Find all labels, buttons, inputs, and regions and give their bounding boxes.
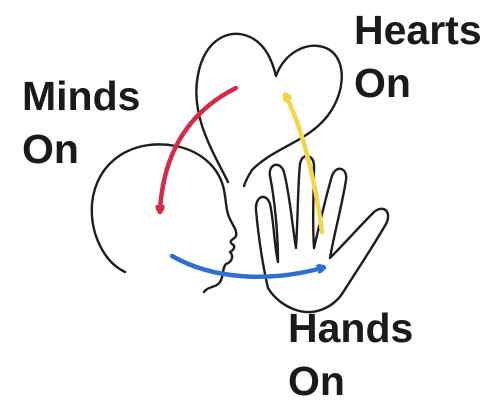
- hearts-on-label: Hearts On: [354, 4, 482, 110]
- hands-on-line2: On: [288, 355, 413, 408]
- hearts-on-line2: On: [354, 57, 482, 110]
- hands-on-label: Hands On: [288, 302, 413, 408]
- hands-on-line1: Hands: [288, 302, 413, 355]
- hearts-on-line1: Hearts: [354, 4, 482, 57]
- minds-on-line2: On: [22, 123, 140, 176]
- minds-on-label: Minds On: [22, 70, 140, 176]
- head-to-hand-arrow: [172, 256, 322, 277]
- heart-outline: [196, 34, 341, 186]
- minds-on-line1: Minds: [22, 70, 140, 123]
